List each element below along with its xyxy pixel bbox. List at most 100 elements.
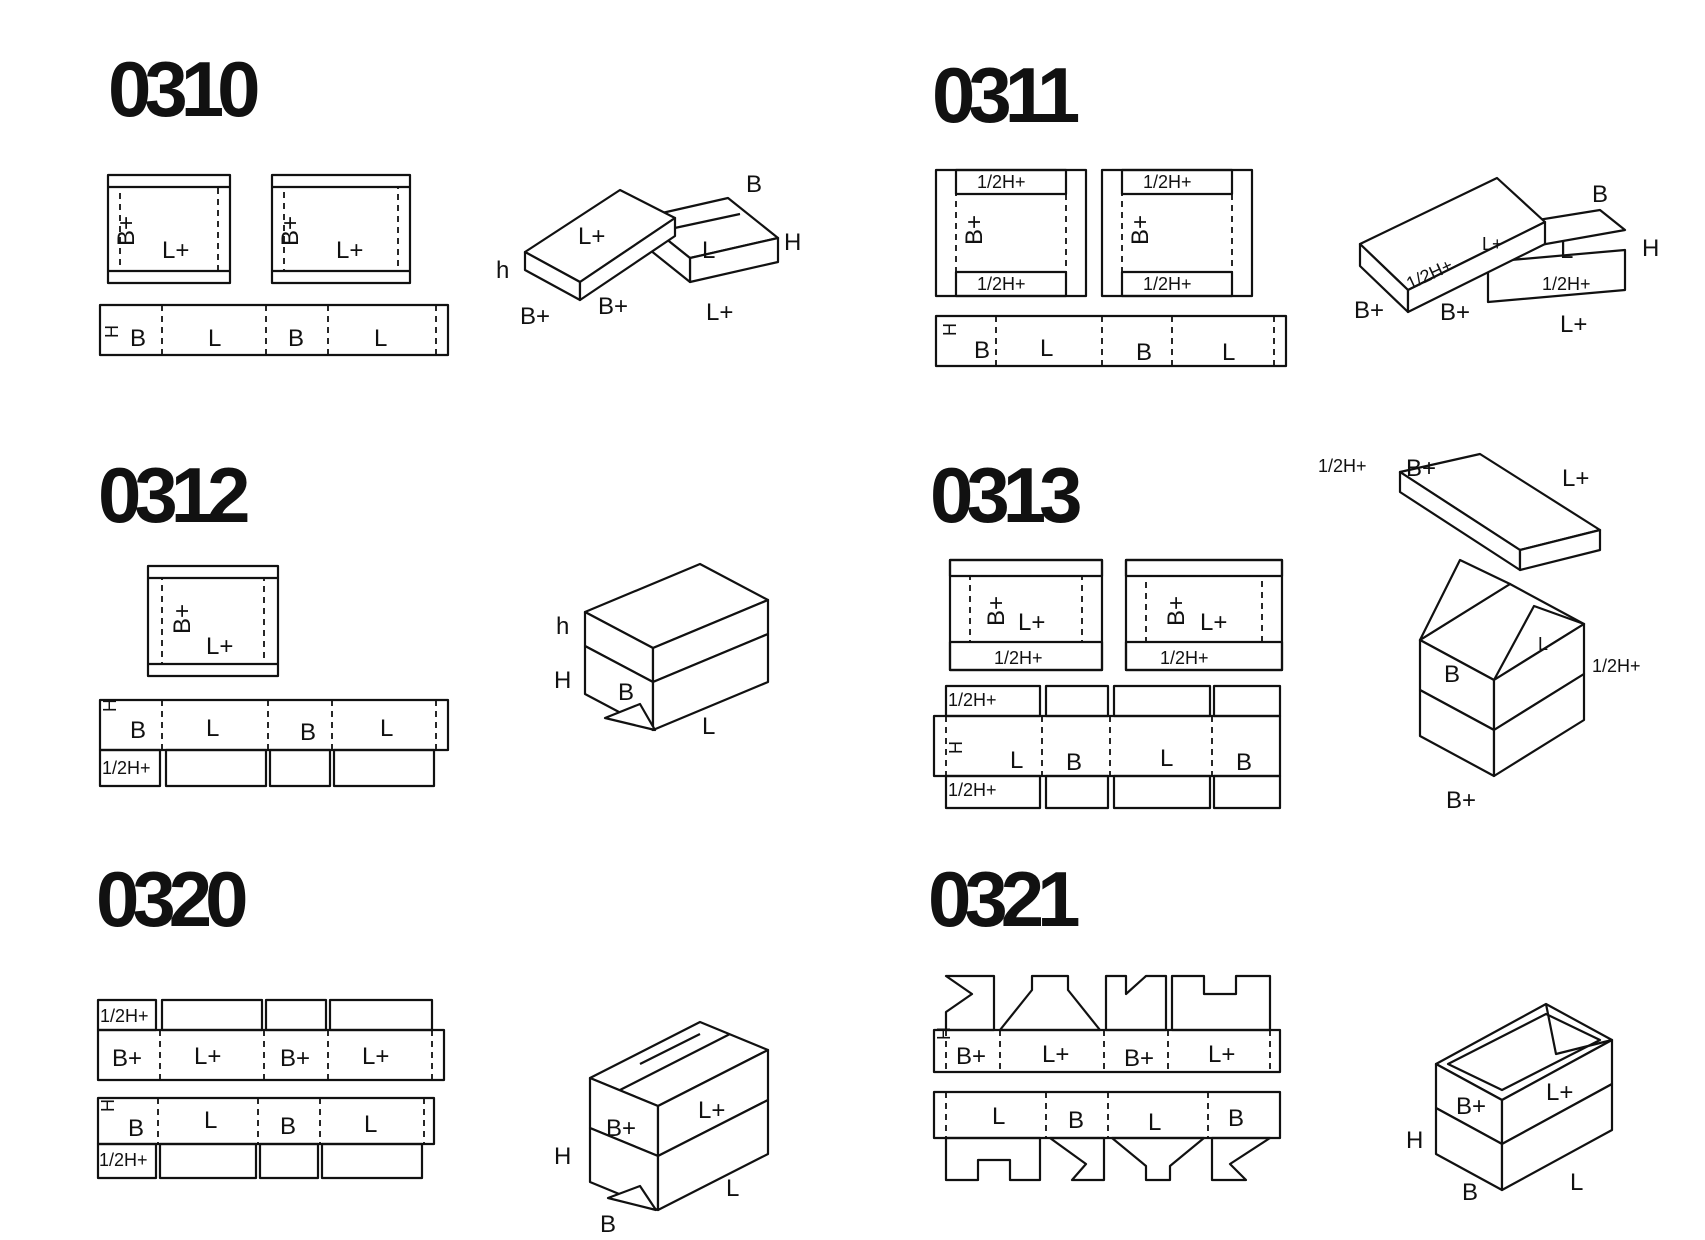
style-0321: 0321 H B+ L+ B+ L+ bbox=[928, 855, 1614, 1206]
iso-label: L+ bbox=[578, 223, 605, 250]
lid-label: B+ bbox=[277, 216, 304, 246]
style-0313: 0313 B+ L+ 1/2H+ B+ L+ 1/2H+ bbox=[930, 451, 1641, 814]
iso-label: 1/2H+ bbox=[1542, 274, 1591, 294]
lid-blank: B+ L+ bbox=[106, 173, 232, 285]
lid-label: B+ bbox=[983, 596, 1010, 626]
iso-label: L+ bbox=[1562, 465, 1589, 492]
strip-label: B bbox=[1228, 1105, 1244, 1132]
strip-label: L+ bbox=[194, 1043, 221, 1070]
iso-label: B bbox=[1444, 661, 1460, 688]
iso-label: 1/2H+ bbox=[1592, 656, 1641, 676]
lid-label: B+ bbox=[169, 604, 196, 634]
lid-label: B+ bbox=[961, 215, 988, 245]
strip-label: H bbox=[98, 1099, 118, 1112]
top-strip: H B+ L+ B+ L+ bbox=[932, 974, 1282, 1074]
body-strip: H B L B L bbox=[98, 303, 450, 357]
strip-label: 1/2H+ bbox=[100, 1006, 149, 1026]
strip-label: 1/2H+ bbox=[948, 780, 997, 800]
strip-label: L bbox=[374, 325, 387, 352]
body-strip: H B L B L 1/2H+ bbox=[98, 698, 450, 788]
lid-label: B+ bbox=[1163, 596, 1190, 626]
strip-label: B bbox=[128, 1115, 144, 1142]
lid-label: 1/2H+ bbox=[1143, 274, 1192, 294]
style-0310: 0310 B+ L+ B+ L+ H B L B L bbox=[98, 45, 801, 357]
iso-label: B+ bbox=[1354, 297, 1384, 324]
iso-label: H bbox=[1642, 235, 1659, 262]
body-strip: L B L B bbox=[932, 1090, 1282, 1182]
strip-label: B bbox=[1236, 749, 1252, 776]
iso-label: L+ bbox=[706, 299, 733, 326]
lid-label: L+ bbox=[162, 237, 189, 264]
body-strip: H B L B L 1/2H+ bbox=[96, 1096, 436, 1180]
lid-blank: B+ L+ bbox=[146, 564, 280, 678]
iso-label: B+ bbox=[598, 293, 628, 320]
strip-label: L bbox=[1160, 745, 1173, 772]
strip-label: B bbox=[974, 337, 990, 364]
isometric-box: B+ L+ H L B bbox=[554, 1020, 770, 1238]
iso-label: L+ bbox=[1546, 1079, 1573, 1106]
isometric-box: L+ h B+ B+ B L H L+ bbox=[496, 171, 801, 330]
top-strip: 1/2H+ B+ L+ B+ L+ bbox=[96, 998, 446, 1082]
iso-label: L bbox=[1570, 1169, 1583, 1196]
lid-label: 1/2H+ bbox=[994, 648, 1043, 668]
iso-label: H bbox=[784, 229, 801, 256]
strip-label: B bbox=[130, 325, 146, 352]
lid-blank: B+ L+ bbox=[270, 173, 412, 285]
style-code: 0321 bbox=[928, 855, 1079, 943]
strip-label: B+ bbox=[956, 1043, 986, 1070]
iso-label: L bbox=[702, 713, 715, 740]
isometric-box: 1/2H+ L+ B+ B+ B L H 1/2H+ L+ bbox=[1354, 176, 1659, 338]
lid-label: 1/2H+ bbox=[977, 274, 1026, 294]
style-0320: 0320 1/2H+ B+ L+ B+ L+ bbox=[96, 855, 770, 1238]
iso-label: L+ bbox=[698, 1097, 725, 1124]
strip-label: L bbox=[1148, 1109, 1161, 1136]
strip-label: L+ bbox=[1042, 1041, 1069, 1068]
iso-label: B bbox=[746, 171, 762, 198]
iso-label: H bbox=[554, 667, 571, 694]
lid-label: 1/2H+ bbox=[977, 172, 1026, 192]
strip-label: L+ bbox=[1208, 1041, 1235, 1068]
strip-label: B bbox=[1068, 1107, 1084, 1134]
strip-label: L bbox=[1010, 747, 1023, 774]
strip-label: B bbox=[288, 325, 304, 352]
strip-label: L bbox=[1040, 335, 1053, 362]
strip-label: L bbox=[992, 1103, 1005, 1130]
strip-label: L+ bbox=[362, 1043, 389, 1070]
iso-label: B+ bbox=[606, 1115, 636, 1142]
strip-label: L bbox=[364, 1111, 377, 1138]
strip-label: L bbox=[206, 715, 219, 742]
strip-label: B bbox=[1136, 339, 1152, 366]
strip-label: B bbox=[280, 1113, 296, 1140]
lid-label: 1/2H+ bbox=[1143, 172, 1192, 192]
iso-label: L bbox=[702, 237, 715, 264]
strip-label: 1/2H+ bbox=[948, 690, 997, 710]
iso-label: L+ bbox=[1482, 234, 1503, 254]
strip-label: H bbox=[100, 699, 120, 712]
style-0311: 0311 1/2H+ B+ 1/2H+ 1/2H+ B+ 1/2H+ H bbox=[932, 51, 1659, 368]
strip-label: B+ bbox=[1124, 1045, 1154, 1072]
iso-label: B+ bbox=[1446, 787, 1476, 814]
iso-label: H bbox=[554, 1143, 571, 1170]
iso-label: B bbox=[1462, 1179, 1478, 1206]
strip-label: B+ bbox=[112, 1045, 142, 1072]
style-code: 0320 bbox=[96, 855, 246, 943]
style-code: 0311 bbox=[932, 51, 1079, 139]
isometric-box: h H B L bbox=[554, 562, 770, 740]
lid-label: L+ bbox=[206, 633, 233, 660]
lid-label: B+ bbox=[113, 216, 140, 246]
strip-label: B+ bbox=[280, 1045, 310, 1072]
strip-label: 1/2H+ bbox=[102, 758, 151, 778]
isometric-box: B+ L+ H B L bbox=[1406, 1002, 1614, 1206]
style-0312: 0312 B+ L+ H B L B L 1/2H+ bbox=[98, 451, 770, 788]
iso-label: L+ bbox=[1560, 311, 1587, 338]
iso-label: h bbox=[496, 257, 509, 284]
strip-label: B bbox=[1066, 749, 1082, 776]
lid-label: 1/2H+ bbox=[1160, 648, 1209, 668]
strip-label: L bbox=[1222, 339, 1235, 366]
strip-label: H bbox=[946, 741, 966, 754]
strip-label: L bbox=[380, 715, 393, 742]
iso-label: B+ bbox=[520, 303, 550, 330]
iso-label: L bbox=[1538, 634, 1548, 654]
strip-label: H bbox=[102, 325, 122, 338]
strip-label: H bbox=[940, 323, 960, 336]
